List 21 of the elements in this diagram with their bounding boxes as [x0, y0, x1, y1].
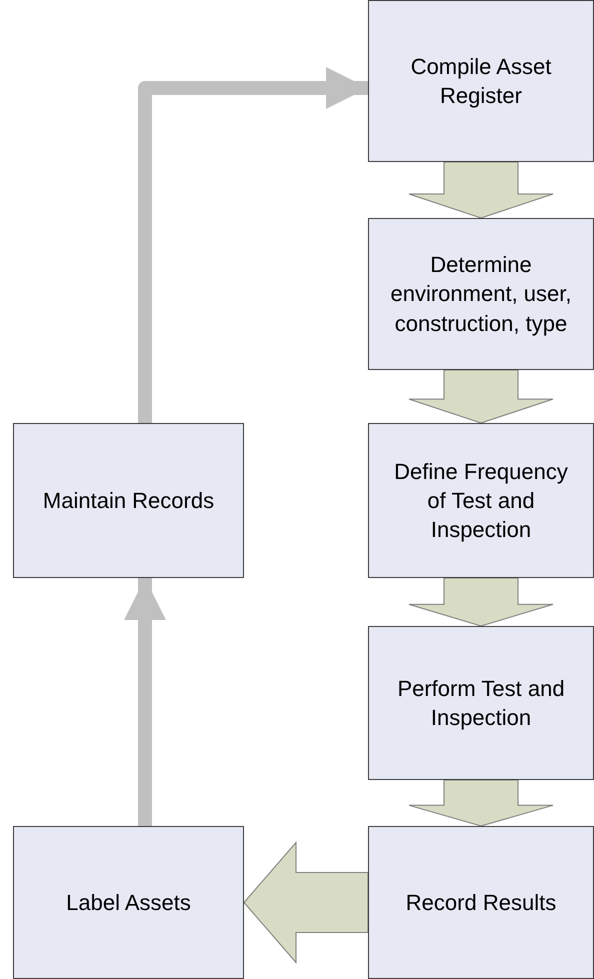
- arrow: [138, 67, 368, 423]
- block-arrow: [408, 578, 554, 627]
- block-arrow: [408, 780, 554, 827]
- process-box: [13, 826, 244, 979]
- box-label: Perform Test and Inspection: [396, 674, 566, 732]
- process-box: [368, 626, 594, 780]
- block-arrow: [408, 162, 554, 219]
- process-box: [13, 423, 244, 578]
- process-box: [368, 218, 594, 370]
- box-label: Determine environment, user, construction, type: [390, 251, 572, 338]
- arrow: [124, 578, 166, 826]
- box-label: Maintain Records: [42, 486, 214, 515]
- block-arrow: [243, 841, 368, 964]
- process-box: [368, 826, 594, 979]
- box-label: Compile Asset Register: [410, 52, 552, 110]
- block-arrow: [408, 370, 554, 424]
- box-label: Label Assets: [66, 888, 191, 917]
- box-label: Record Results: [406, 888, 556, 917]
- process-box: [368, 423, 594, 578]
- box-label: Define Frequency of Test and Inspection: [393, 458, 569, 544]
- process-box: [368, 0, 594, 162]
